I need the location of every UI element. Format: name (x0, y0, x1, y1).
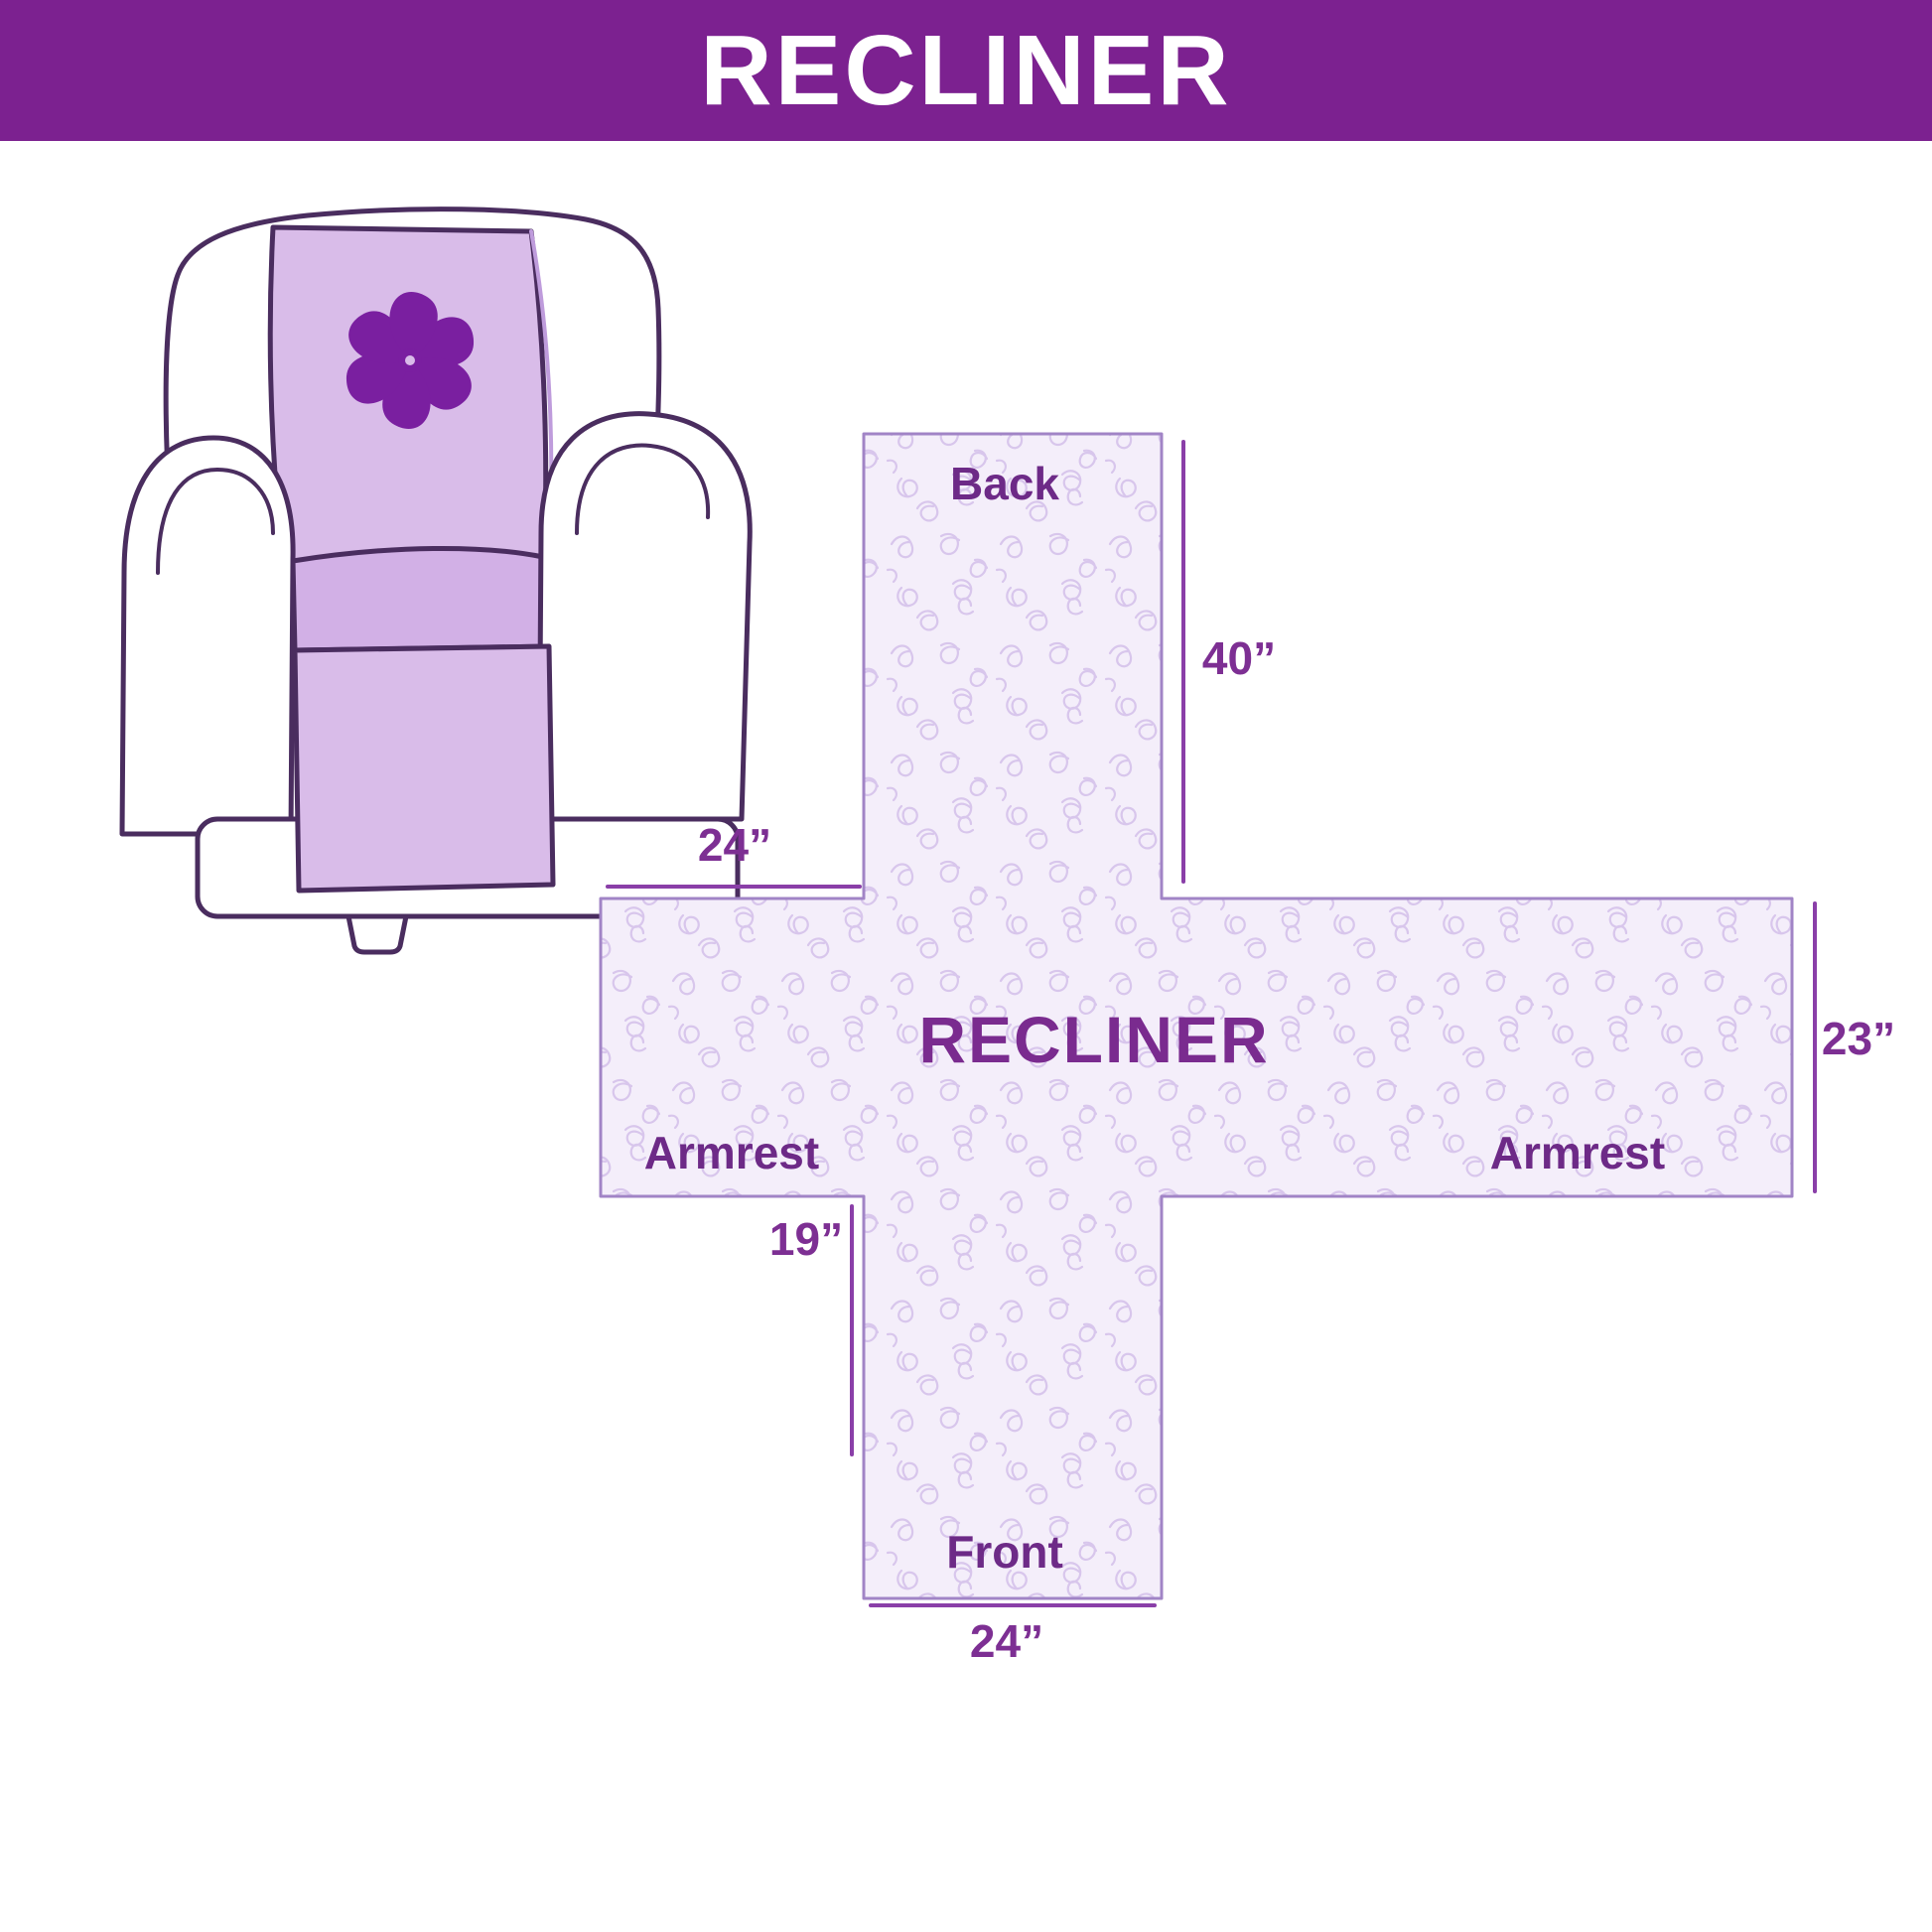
dimension-lines (606, 440, 1817, 1607)
header-banner: RECLINER (0, 0, 1932, 141)
chair-shapes (119, 207, 753, 955)
label-front: Front (946, 1526, 1063, 1578)
recliner-chair-illustration (119, 207, 753, 955)
chair-seat-cover (290, 545, 556, 653)
dim-front-length: 19” (768, 1213, 844, 1265)
label-center-recliner: RECLINER (918, 1003, 1270, 1076)
cover-cross-shape (599, 432, 1794, 1600)
label-back: Back (950, 458, 1059, 509)
chair-foot-left (345, 913, 409, 955)
page-title: RECLINER (700, 15, 1232, 126)
dim-back-width: 24” (697, 819, 772, 871)
label-armrest-left: Armrest (643, 1127, 820, 1178)
chair-left-arm (119, 435, 296, 837)
dim-front-width: 24” (969, 1615, 1044, 1667)
chair-front-skirt (292, 643, 556, 894)
dim-back-length: 40” (1201, 632, 1277, 684)
chair-right-arm (536, 411, 753, 822)
chair-left-arm-roll-line (156, 468, 275, 575)
label-armrest-right: Armrest (1489, 1127, 1666, 1178)
pinwheel-icon (345, 292, 475, 429)
chair-right-arm-roll-line (575, 443, 711, 535)
dim-armrest-width: 23” (1821, 1013, 1896, 1064)
cover-layout-diagram (599, 432, 1817, 1607)
